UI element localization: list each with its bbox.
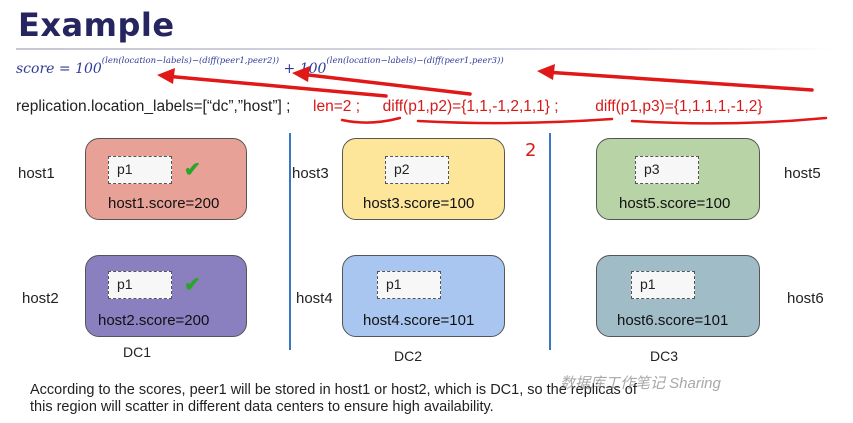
len-annotation: len=2 ; [313,98,361,115]
explanation-note: According to the scores, peer1 will be s… [30,382,637,416]
diff-p1-p3-annotation: diff(p1,p3)={1,1,1,1,-1,2} [595,98,763,115]
score-text: host3.score=100 [363,195,475,212]
host-label-host6: host6 [787,290,824,307]
host-box-host6: p1 host6.score=101 [596,255,760,337]
peer-card: p3 [635,156,699,184]
diff-p1-p2-annotation: diff(p1,p2)={1,1,-1,2,1,1} ; [382,98,559,115]
host-box-host5: p3 host5.score=100 [596,138,760,220]
host-label-host1: host1 [18,165,55,182]
dc-label-dc2: DC2 [394,348,423,364]
peer-card: p1 [377,271,441,299]
underline-diff13 [630,116,828,125]
marker-two: 2 [525,140,537,161]
formula-exponent-2: (len(location−labels)−(diff(peer1,peer3)… [326,56,504,66]
peer-card: p1 [108,156,172,184]
note-line-2: this region will scatter in different da… [30,399,494,415]
arrow-to-exponent-2 [298,72,472,96]
underline-len [340,116,402,124]
arrowhead-2 [292,66,310,82]
host-box-host3: p2 host3.score=100 [342,138,505,220]
host-box-host2: p1 ✔ host2.score=200 [85,255,247,337]
peer-card: p1 [631,271,695,299]
arrowhead-3 [537,64,555,80]
score-text: host6.score=101 [617,312,729,329]
dc-label-dc1: DC1 [123,344,152,360]
check-icon: ✔ [184,159,201,181]
peer-card: p2 [385,156,449,184]
check-icon: ✔ [184,274,201,296]
score-text: host2.score=200 [98,312,210,329]
formula-lhs: score = 100 [16,61,102,77]
dc-label-dc3: DC3 [650,348,679,364]
arrow-to-exponent-3 [543,70,814,92]
note-line-1: According to the scores, peer1 will be s… [30,382,637,398]
host-label-host2: host2 [22,290,59,307]
title-underline [16,48,836,50]
score-text: host1.score=200 [108,195,220,212]
page-title: Example [18,6,175,44]
host-label-host4: host4 [296,290,333,307]
arrow-to-exponent-1 [163,74,388,98]
host-label-host3: host3 [292,165,329,182]
host-label-host5: host5 [784,165,821,182]
watermark-text: 数据库工作笔记 Sharing [560,375,721,392]
replication-code: replication.location_labels=[“dc”,”host”… [16,98,291,115]
underline-diff12 [416,117,614,125]
score-text: host4.score=101 [363,312,475,329]
host-box-host4: p1 host4.score=101 [342,255,505,337]
peer-card: p1 [108,271,172,299]
formula-exponent-1: (len(location−labels)−(diff(peer1,peer2)… [101,56,280,66]
score-text: host5.score=100 [619,195,731,212]
arrowhead-1 [157,68,175,84]
host-box-host1: p1 ✔ host1.score=200 [85,138,247,220]
replication-config-line: replication.location_labels=[“dc”,”host”… [16,98,763,116]
